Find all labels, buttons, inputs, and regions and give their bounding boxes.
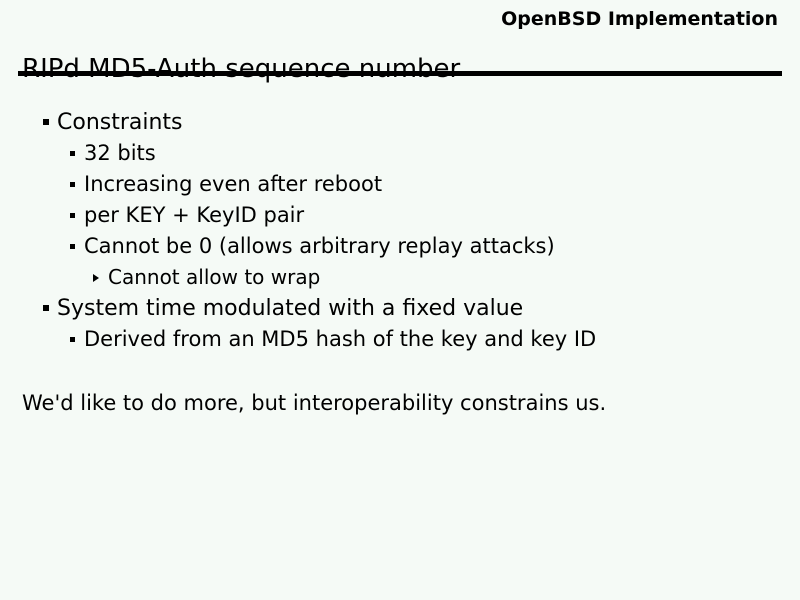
list-item: per KEY + KeyID pair (0, 200, 800, 231)
small-square-bullet-icon (70, 182, 75, 187)
list-item: Derived from an MD5 hash of the key and … (0, 324, 800, 355)
list-item-label: 32 bits (84, 141, 156, 165)
list-item: Constraints (0, 107, 800, 138)
list-item: 32 bits (0, 138, 800, 169)
list-item-label: Increasing even after reboot (84, 172, 383, 196)
square-bullet-icon (43, 305, 49, 311)
slide-header-label: OpenBSD Implementation (501, 8, 778, 30)
list-item: Increasing even after reboot (0, 169, 800, 200)
list-item-label: Constraints (57, 110, 183, 135)
small-square-bullet-icon (70, 244, 75, 249)
list-item-label: Cannot allow to wrap (108, 265, 321, 289)
list-item: System time modulated with a fixed value (0, 293, 800, 324)
square-bullet-icon (43, 119, 49, 125)
small-square-bullet-icon (70, 213, 75, 218)
list-item-label: per KEY + KeyID pair (84, 203, 305, 227)
bullet-list: Constraints 32 bits Increasing even afte… (0, 107, 800, 355)
list-item-label: Cannot be 0 (allows arbitrary replay att… (84, 234, 555, 258)
small-square-bullet-icon (70, 337, 75, 342)
triangle-bullet-icon (93, 274, 99, 282)
list-item-label: System time modulated with a fixed value (57, 296, 524, 321)
page-title: RIPd MD5-Auth sequence number (22, 54, 461, 85)
title-divider (18, 71, 782, 76)
list-item: Cannot be 0 (allows arbitrary replay att… (0, 231, 800, 262)
list-item: Cannot allow to wrap (0, 262, 800, 293)
closing-note: We'd like to do more, but interoperabili… (22, 391, 607, 415)
list-item-label: Derived from an MD5 hash of the key and … (84, 327, 597, 351)
small-square-bullet-icon (70, 151, 75, 156)
